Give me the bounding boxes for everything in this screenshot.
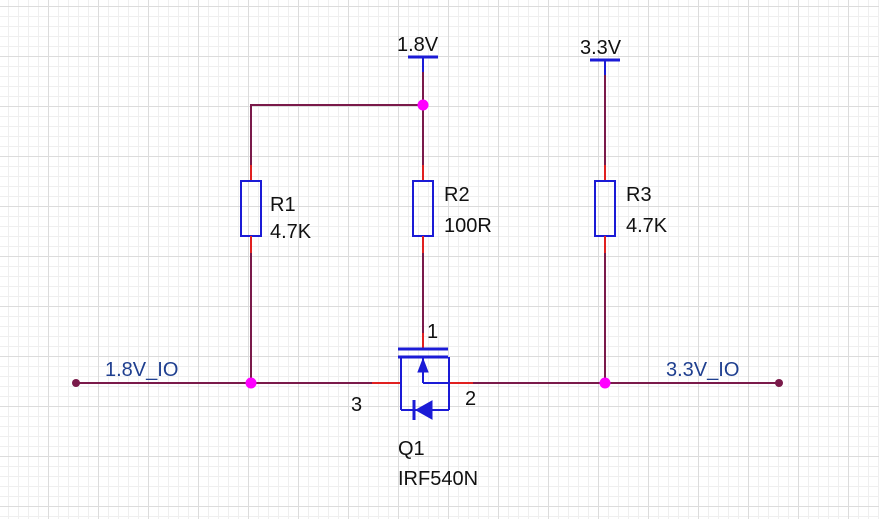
r1-ref: R1 [270, 194, 296, 216]
net-endpoint-left[interactable] [72, 379, 80, 387]
power-symbol-3-3v[interactable]: 3.3V [580, 37, 622, 75]
q1-pin-number-source: 3 [351, 394, 362, 416]
q1-ref: Q1 [398, 438, 425, 460]
r3-body [594, 180, 616, 237]
resistor-r2[interactable]: R2 100R [412, 165, 492, 253]
wire-1-8v-rail [250, 104, 424, 165]
r1-value: 4.7K [270, 221, 312, 243]
r1-body [240, 180, 262, 237]
resistor-r1[interactable]: R1 4.7K [240, 165, 312, 253]
power-symbol-1-8v[interactable]: 1.8V [397, 34, 439, 72]
r3-value: 4.7K [626, 215, 668, 237]
net-label-1-8v-io[interactable]: 1.8V_IO [105, 359, 178, 381]
wires [76, 72, 779, 384]
q1-value: IRF540N [398, 468, 478, 490]
mosfet-q1[interactable]: 1 3 2 Q1 IRF540N [351, 321, 478, 490]
junction-dot-3-3v-io [599, 377, 611, 389]
r2-body [412, 180, 434, 237]
r2-ref: R2 [444, 184, 470, 206]
q1-pin-number-drain: 2 [465, 388, 476, 410]
q1-arrow-icon [417, 357, 429, 373]
r3-ref: R3 [626, 184, 652, 206]
q1-diode-triangle-icon [414, 400, 433, 420]
junction-dot-1-8v-io [245, 377, 257, 389]
r2-value: 100R [444, 215, 492, 237]
resistor-r3[interactable]: R3 4.7K [594, 165, 668, 253]
power-label-1-8v: 1.8V [397, 34, 439, 56]
junction-dot-1-8v-rail [417, 99, 429, 111]
q1-pin-number-gate: 1 [427, 321, 438, 343]
power-label-3-3v: 3.3V [580, 37, 622, 59]
net-label-3-3v-io[interactable]: 3.3V_IO [666, 359, 739, 381]
net-endpoint-right[interactable] [775, 379, 783, 387]
